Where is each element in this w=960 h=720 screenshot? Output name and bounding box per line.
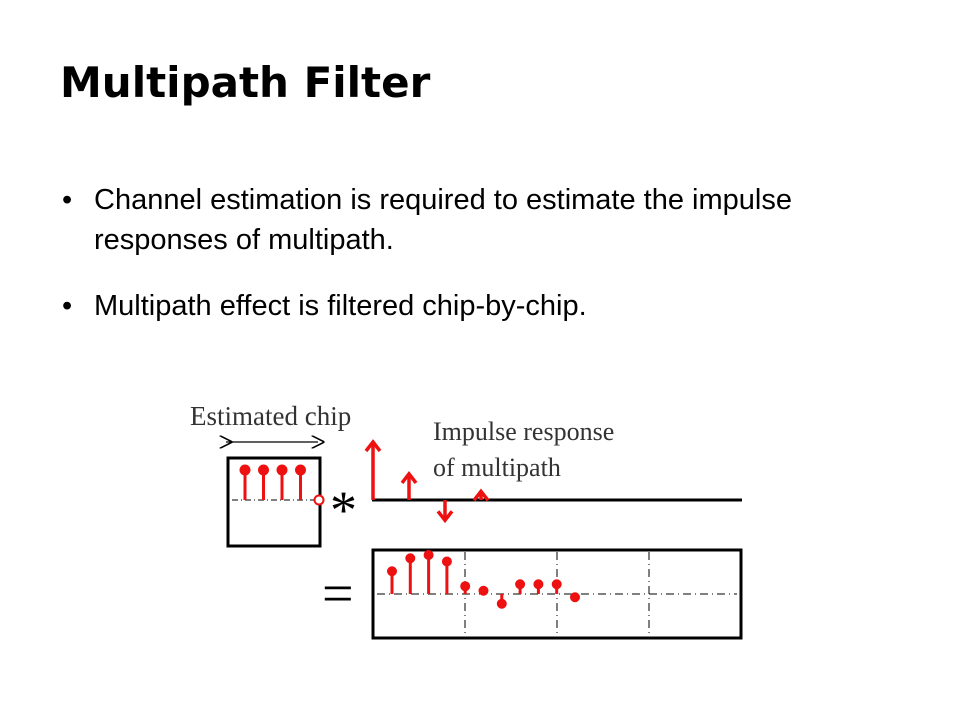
output-sample-dot	[387, 566, 397, 577]
bullet-item: • Multipath effect is filtered chip-by-c…	[60, 286, 920, 326]
output-sample-dot	[515, 579, 526, 590]
chip-sample-dot	[258, 464, 269, 476]
output-stems	[387, 550, 580, 609]
bullet-dot-icon: •	[62, 184, 73, 216]
estimated-chip-label: Estimated chip	[190, 401, 351, 431]
impulse-response-arrows	[364, 439, 490, 524]
output-sample-dot	[533, 579, 544, 590]
impulse-arrow-head	[472, 488, 490, 502]
output-box	[371, 548, 743, 640]
chip-sample-dot	[239, 464, 251, 476]
impulse-arrow-head	[400, 471, 418, 484]
bullet-dot-icon: •	[62, 290, 73, 322]
bullet-item: • Channel estimation is required to esti…	[60, 180, 920, 260]
chip-sample-dot	[295, 464, 306, 476]
output-sample-dot	[460, 581, 471, 592]
impulse-response-label: Impulse response	[433, 417, 614, 446]
chip-sample-dot	[276, 464, 288, 476]
estimated-chip-stems	[239, 464, 325, 506]
impulse-arrow-head	[364, 439, 382, 453]
output-sample-dot	[551, 579, 562, 590]
convolution-symbol: *	[330, 480, 357, 540]
output-sample-dot	[496, 598, 507, 609]
bullet-list: • Channel estimation is required to esti…	[60, 180, 920, 352]
bullet-text: Multipath effect is filtered chip-by-chi…	[94, 290, 587, 322]
output-sample-dot	[478, 585, 489, 596]
chip-sample-dot	[313, 494, 325, 506]
equals-symbol: =	[322, 563, 354, 625]
output-sample-dot	[423, 550, 434, 560]
impulse-arrow-head	[436, 510, 454, 524]
bullet-text: Channel estimation is required to estima…	[94, 184, 792, 256]
slide-title: Multipath Filter	[60, 58, 431, 107]
output-sample-dot	[570, 592, 580, 603]
convolution-diagram: Estimated chip * Impulse response of mul…	[190, 401, 743, 640]
output-sample-dot	[405, 553, 416, 564]
output-sample-dot	[441, 556, 452, 567]
impulse-response-label-line2: of multipath	[433, 453, 561, 482]
